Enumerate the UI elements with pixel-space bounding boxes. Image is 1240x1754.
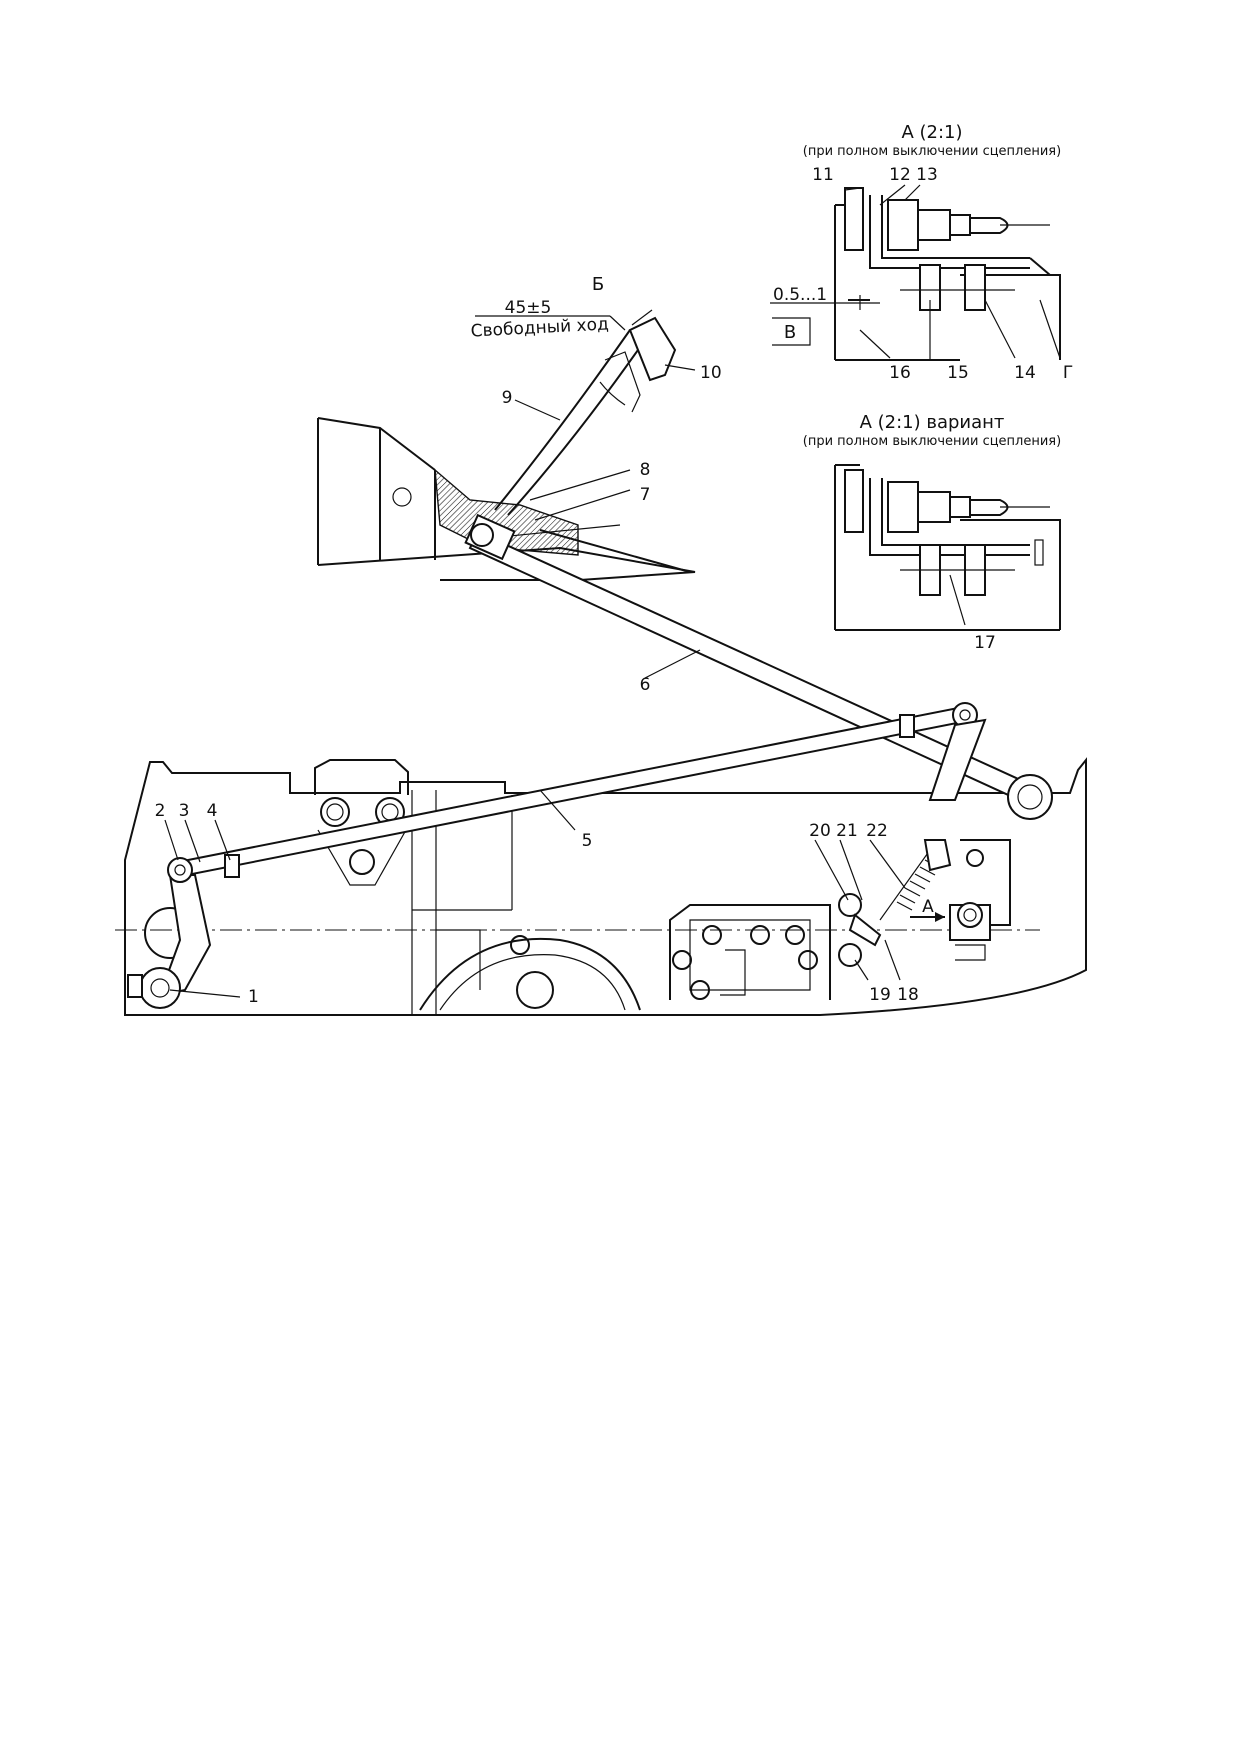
detail-a-variant-view <box>834 464 1061 631</box>
view-v-label: В <box>784 322 796 343</box>
callout-1: 1 <box>248 987 259 1007</box>
callout-13: 13 <box>916 165 938 185</box>
transmission-housing <box>115 757 1087 1016</box>
callout-6: 6 <box>640 675 651 695</box>
callout-12: 12 <box>889 165 911 185</box>
rod-6 <box>464 513 1053 820</box>
return-spring-assembly <box>838 839 991 967</box>
free-travel-dimension: 45±5 <box>505 298 552 318</box>
callout-14: 14 <box>1014 363 1036 383</box>
gap-dimension: 0.5...1 <box>773 285 827 305</box>
label-g: Г <box>1063 363 1073 383</box>
detail-a-variant-title: А (2:1) вариант <box>860 412 1005 433</box>
detail-a-variant-subtitle: (при полном выключении сцепления) <box>803 434 1061 449</box>
detail-a-subtitle: (при полном выключении сцепления) <box>803 144 1061 159</box>
callout-7: 7 <box>640 485 651 505</box>
callout-20: 20 <box>809 821 831 841</box>
callout-19: 19 <box>869 985 891 1005</box>
callout-8: 8 <box>640 460 651 480</box>
callout-5: 5 <box>582 831 593 851</box>
clutch-pedal <box>475 309 677 516</box>
callout-2: 2 <box>155 801 166 821</box>
callout-15: 15 <box>947 363 969 383</box>
callout-leaders <box>164 364 906 998</box>
callout-22: 22 <box>866 821 888 841</box>
release-lever <box>127 857 212 1009</box>
callout-9: 9 <box>502 388 513 408</box>
section-b-label: Б <box>592 274 604 295</box>
callout-3: 3 <box>179 801 190 821</box>
callout-21: 21 <box>836 821 858 841</box>
callout-18: 18 <box>897 985 919 1005</box>
callout-11: 11 <box>812 165 834 185</box>
callout-10: 10 <box>700 363 722 383</box>
free-travel-caption: Свободный ход <box>470 314 609 341</box>
detail-a-title: А (2:1) <box>901 122 962 143</box>
view-a-arrow-label: А <box>922 897 934 917</box>
detail-a-view <box>770 184 1061 361</box>
callout-4: 4 <box>207 801 218 821</box>
callout-17: 17 <box>974 633 996 653</box>
callout-16: 16 <box>889 363 911 383</box>
